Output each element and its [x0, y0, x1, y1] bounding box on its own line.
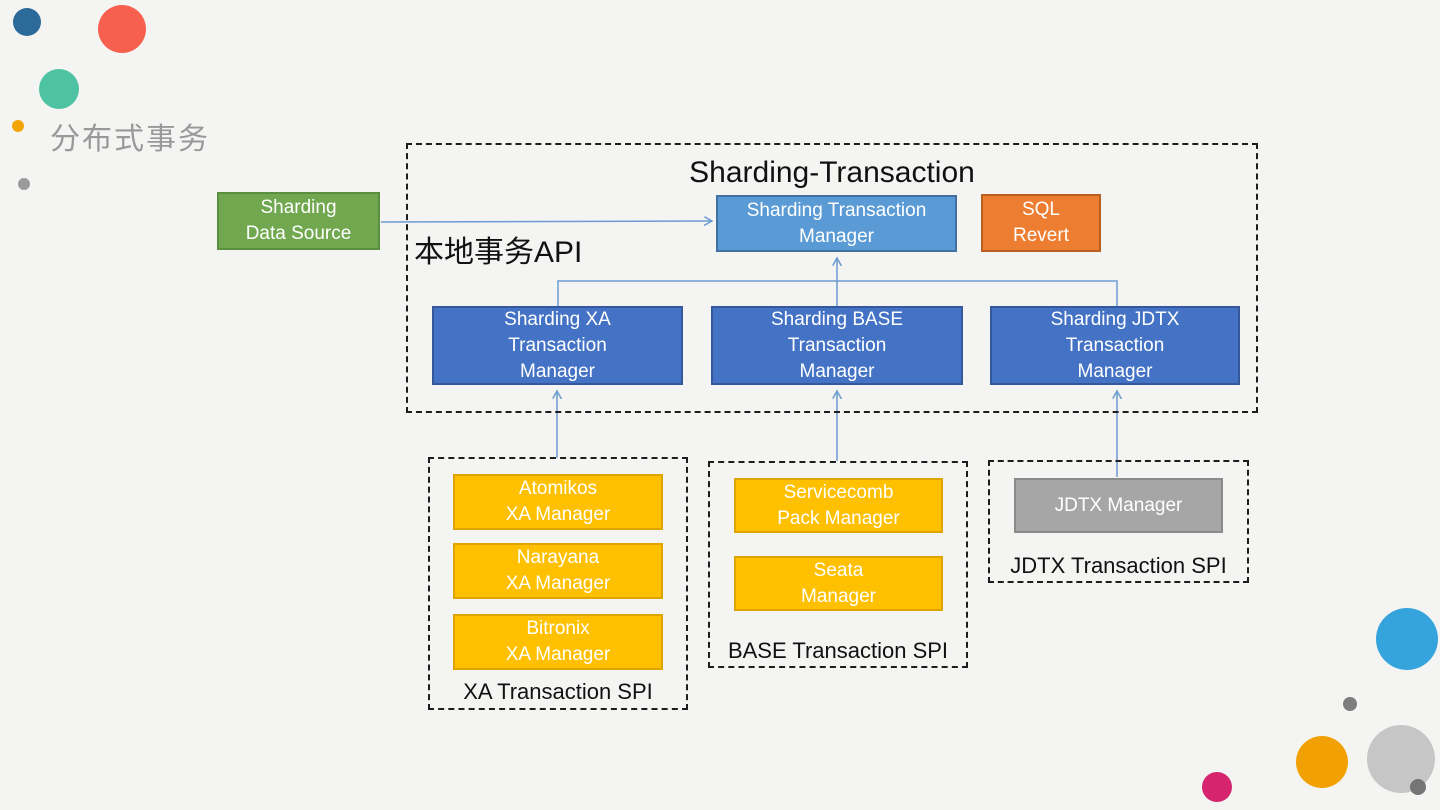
sharding-transaction-container: Sharding-Transaction 本地事务API [406, 143, 1258, 413]
decor-circle-teal [39, 69, 79, 109]
page-heading: 分布式事务 [50, 123, 210, 156]
label-xa-transaction-spi: XA Transaction SPI [463, 679, 653, 704]
node-sharding-xa-transaction-manager: Sharding XA Transaction Manager [432, 306, 683, 385]
local-transaction-api-label: 本地事务API [414, 236, 583, 269]
node-seata-manager: Seata Manager [734, 556, 943, 611]
node-sharding-jdtx-transaction-manager: Sharding JDTX Transaction Manager [990, 306, 1240, 385]
label-jdtx-transaction-spi: JDTX Transaction SPI [1010, 553, 1227, 578]
decor-circle-orange [1296, 736, 1348, 788]
decor-circle-red [98, 5, 146, 53]
group-xa-transaction-spi: Atomikos XA Manager Narayana XA Manager … [428, 457, 688, 710]
decor-dot-dark-gray [1410, 779, 1426, 795]
node-sql-revert: SQL Revert [981, 194, 1101, 252]
node-sharding-transaction-manager: Sharding Transaction Manager [716, 195, 957, 252]
node-sharding-base-transaction-manager: Sharding BASE Transaction Manager [711, 306, 963, 385]
decor-dot-orange [12, 120, 24, 132]
decor-circle-blue [1376, 608, 1438, 670]
decor-dot-gray [18, 178, 30, 190]
node-servicecomb-pack-manager: Servicecomb Pack Manager [734, 478, 943, 533]
group-base-transaction-spi: Servicecomb Pack Manager Seata Manager B… [708, 461, 968, 668]
node-sharding-data-source: Sharding Data Source [217, 192, 380, 250]
node-narayana-xa-manager: Narayana XA Manager [453, 543, 663, 599]
label-base-transaction-spi: BASE Transaction SPI [727, 638, 949, 663]
decor-dot-gray-small [1343, 697, 1357, 711]
group-jdtx-transaction-spi: JDTX Manager JDTX Transaction SPI [988, 460, 1249, 583]
node-bitronix-xa-manager: Bitronix XA Manager [453, 614, 663, 670]
node-jdtx-manager: JDTX Manager [1014, 478, 1223, 533]
decor-circle-dark-blue [13, 8, 41, 36]
node-atomikos-xa-manager: Atomikos XA Manager [453, 474, 663, 530]
decor-circle-pink [1202, 772, 1232, 802]
container-title: Sharding-Transaction [689, 156, 975, 189]
